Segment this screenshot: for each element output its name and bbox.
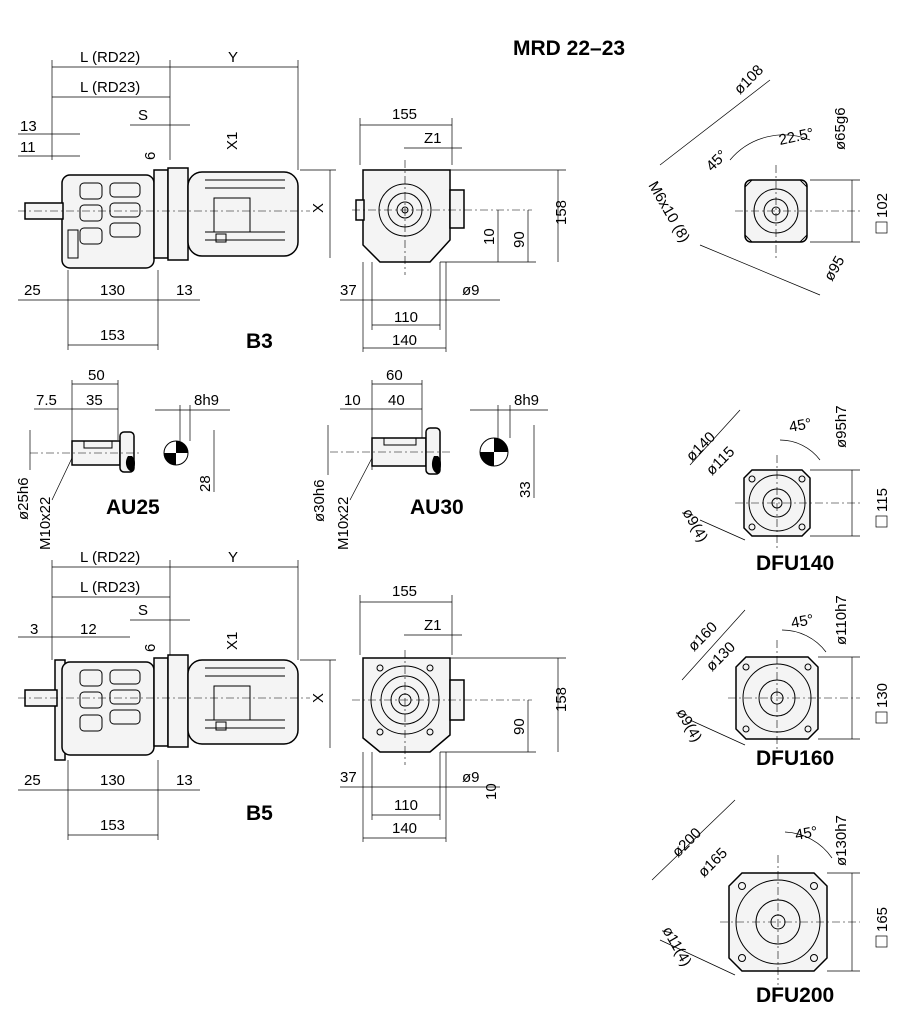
dim-angle-45: 45°: [703, 147, 731, 175]
dim-13-b5: 13: [176, 772, 193, 789]
dim-d108: ø108: [731, 62, 767, 98]
view-au30: 60 10 40 8h9 33 ø30h6 M10x22 AU30: [311, 367, 548, 550]
dim-y-b5: Y: [228, 549, 238, 566]
dim-40: 40: [388, 392, 405, 409]
dim-thread-m10x22-au30: M10x22: [335, 497, 352, 550]
dim-d95h7: ø95h7: [833, 405, 850, 448]
dim-z1-b5: Z1: [424, 617, 442, 634]
dim-y: Y: [228, 49, 238, 66]
dim-angle-45-dfu140: 45°: [788, 415, 813, 436]
dim-d130h7: ø130h7: [833, 815, 850, 866]
dim-90: 90: [511, 231, 528, 248]
dim-square-130: 130: [874, 683, 891, 708]
dim-140-b5: 140: [392, 820, 417, 837]
view-label-au25: AU25: [106, 496, 160, 519]
view-b5-front: L (RD22) L (RD23) Y S X1 X 3 12 6: [18, 549, 336, 840]
dim-110-b5: 110: [394, 797, 418, 814]
dim-11: 11: [20, 139, 36, 156]
dim-d130-dfu160: ø130: [703, 639, 739, 675]
dim-holes-d11-dfu200: ø11(4): [659, 924, 695, 970]
dim-key-8h9-au30: 8h9: [514, 392, 539, 409]
dim-shaft-d30h6: ø30h6: [311, 479, 328, 522]
dim-140: 140: [392, 332, 417, 349]
dim-50: 50: [88, 367, 105, 384]
view-label-dfu200: DFU200: [756, 984, 834, 1007]
dim-10-b5: 10: [483, 783, 500, 800]
view-au25: 50 7.5 35 8h9 28 ø25h6 M10x22 AU25: [15, 367, 230, 550]
dim-153-b5: 153: [100, 817, 125, 834]
view-mrd-flange: ø108 22.5° ø65g6 45° M6x10 (8) 102 ø95: [645, 62, 891, 296]
dim-37: 37: [340, 282, 357, 299]
dim-7-5: 7.5: [36, 392, 57, 409]
dim-12: 12: [80, 621, 97, 638]
dim-l-rd23-b5: L (RD23): [80, 579, 140, 596]
dim-x: X: [310, 203, 327, 213]
view-label-b5: B5: [246, 802, 273, 825]
dim-x1: X1: [224, 132, 241, 150]
dim-m6-thread: M6x10 (8): [645, 179, 693, 246]
dim-square-165: 165: [874, 907, 891, 932]
dim-d9-b5: ø9: [462, 769, 480, 786]
dim-25-b5: 25: [24, 772, 41, 789]
dim-33: 33: [517, 481, 534, 498]
dim-l-rd22: L (RD22): [80, 49, 140, 66]
view-b3-front: L (RD22) L (RD23) Y S X1 X 13 11 6: [18, 49, 336, 353]
dim-37-b5: 37: [340, 769, 357, 786]
dim-angle-22-5: 22.5°: [777, 125, 815, 149]
dim-s: S: [138, 107, 148, 124]
dim-x1-b5: X1: [224, 632, 241, 650]
dim-13b: 13: [176, 282, 193, 299]
dim-90-b5: 90: [511, 718, 528, 735]
dim-d65g6: ø65g6: [832, 107, 849, 150]
dim-158-b5: 158: [553, 687, 570, 712]
dim-3: 3: [30, 621, 38, 638]
dim-d95: ø95: [821, 253, 849, 284]
view-label-au30: AU30: [410, 496, 464, 519]
dim-60: 60: [386, 367, 403, 384]
drawing-title: MRD 22–23: [513, 37, 625, 60]
dim-13: 13: [20, 118, 37, 135]
dim-6: 6: [142, 152, 159, 160]
view-label-b3: B3: [246, 330, 273, 353]
view-dfu160: ø160 ø130 45° ø110h7 ø9(4) 130 DFU160: [673, 595, 891, 770]
dim-angle-45-dfu160: 45°: [790, 611, 815, 632]
dim-square-115: 115: [874, 488, 891, 512]
view-b5-side: 155 Z1 158 90 10 37 ø9 110 140: [340, 583, 570, 842]
dim-28: 28: [197, 475, 214, 492]
dim-key-8h9-au25: 8h9: [194, 392, 219, 409]
dim-angle-45-dfu200: 45°: [794, 823, 819, 844]
dim-6-b5: 6: [142, 644, 159, 652]
view-dfu140: ø140 ø115 45° ø95h7 ø9(4) 115 DFU140: [679, 405, 891, 575]
dim-shaft-d25h6: ø25h6: [15, 477, 32, 520]
dim-holes-d9-dfu160: ø9(4): [673, 706, 706, 746]
dim-s-b5: S: [138, 602, 148, 619]
dim-10-au30: 10: [344, 392, 361, 409]
dim-35: 35: [86, 392, 103, 409]
view-dfu200: ø200 ø165 45° ø130h7 ø11(4) 165 DFU200: [651, 799, 891, 1007]
dim-holes-d9-dfu140: ø9(4): [679, 506, 712, 546]
dim-155: 155: [392, 106, 417, 123]
dim-153: 153: [100, 327, 125, 344]
dim-d110h7: ø110h7: [833, 595, 850, 645]
dim-130-b5: 130: [100, 772, 125, 789]
dim-d200: ø200: [669, 825, 705, 861]
view-label-dfu140: DFU140: [756, 552, 834, 575]
dim-25: 25: [24, 282, 41, 299]
dim-155-b5: 155: [392, 583, 417, 600]
dim-l-rd22-b5: L (RD22): [80, 549, 140, 566]
dim-square-102: 102: [874, 193, 891, 218]
dim-thread-m10x22-au25: M10x22: [37, 497, 54, 550]
dim-110: 110: [394, 309, 418, 326]
dim-10: 10: [481, 228, 498, 245]
view-label-dfu160: DFU160: [756, 747, 834, 770]
dim-130: 130: [100, 282, 125, 299]
dim-d165: ø165: [695, 845, 731, 881]
dim-d9: ø9: [462, 282, 480, 299]
view-b3-side: 155 Z1 158 90 10 37 ø9 110 140: [340, 106, 570, 352]
dim-l-rd23: L (RD23): [80, 79, 140, 96]
dim-z1: Z1: [424, 130, 442, 147]
dim-158: 158: [553, 200, 570, 225]
dim-x-b5: X: [310, 693, 327, 703]
